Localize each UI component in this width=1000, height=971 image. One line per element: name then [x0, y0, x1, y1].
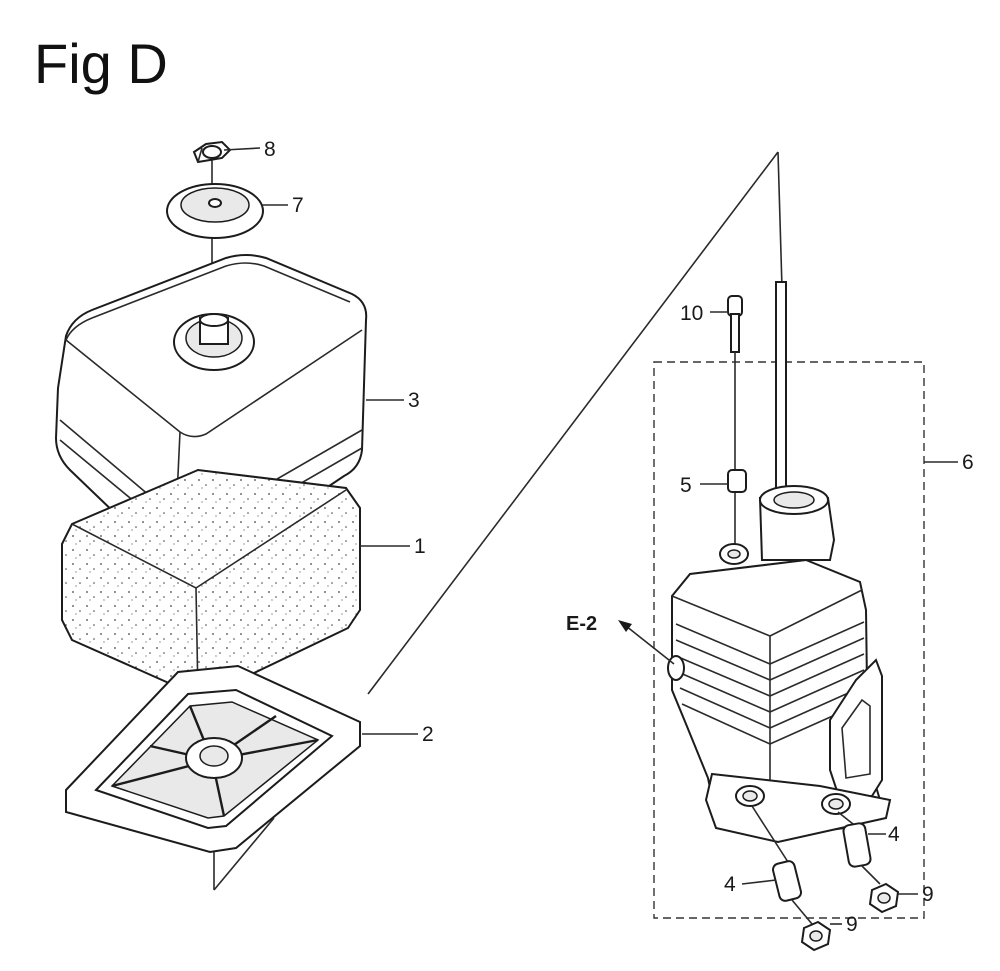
element-base-part [65, 664, 361, 854]
callout-4-left: 4 [724, 873, 736, 896]
reference-arrow-line [625, 625, 675, 665]
nut-9-right-part [861, 865, 900, 914]
nut-9-left-part [791, 899, 832, 952]
callout-3: 3 [408, 389, 420, 412]
reference-arrowhead-icon [618, 620, 632, 632]
assembly-boundary-box [653, 361, 925, 919]
collar-part [727, 469, 747, 493]
section-line-bottom [213, 817, 275, 891]
leader-4a [741, 879, 777, 885]
housing-body-part [667, 485, 892, 844]
callout-9-right: 9 [922, 883, 934, 906]
stud-4-left-part [751, 805, 802, 902]
callout-1: 1 [414, 535, 426, 558]
connection-line-diagonal [367, 151, 779, 695]
wing-nut-part [192, 140, 232, 164]
callout-8: 8 [264, 138, 276, 161]
callout-9-left: 9 [846, 913, 858, 936]
reference-label-e2: E-2 [566, 613, 597, 635]
callout-5: 5 [680, 474, 692, 497]
callout-4-right: 4 [888, 823, 900, 846]
stud-4-right-part [837, 811, 872, 868]
callout-7: 7 [292, 194, 304, 217]
washer-plate-part [166, 183, 264, 239]
connection-line-vertical [777, 151, 783, 289]
figure-title: Fig D [34, 32, 168, 95]
leader-8 [223, 147, 261, 151]
callout-6: 6 [962, 451, 974, 474]
bolt-part [727, 295, 743, 552]
stud-part [775, 281, 787, 505]
callout-10: 10 [680, 302, 703, 325]
callout-2: 2 [422, 723, 434, 746]
